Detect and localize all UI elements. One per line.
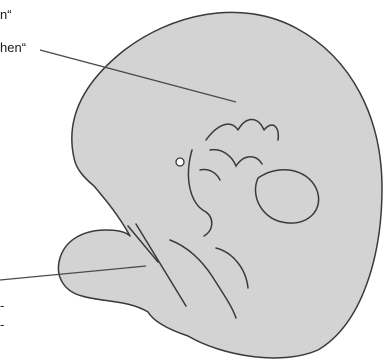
label-top-2: hen“ bbox=[0, 41, 26, 54]
embryo-body bbox=[58, 12, 382, 358]
label-bottom-2: - bbox=[0, 318, 4, 331]
label-top-1: n“ bbox=[0, 8, 12, 21]
label-bottom-1: - bbox=[0, 299, 4, 312]
eye-placode bbox=[176, 158, 184, 166]
